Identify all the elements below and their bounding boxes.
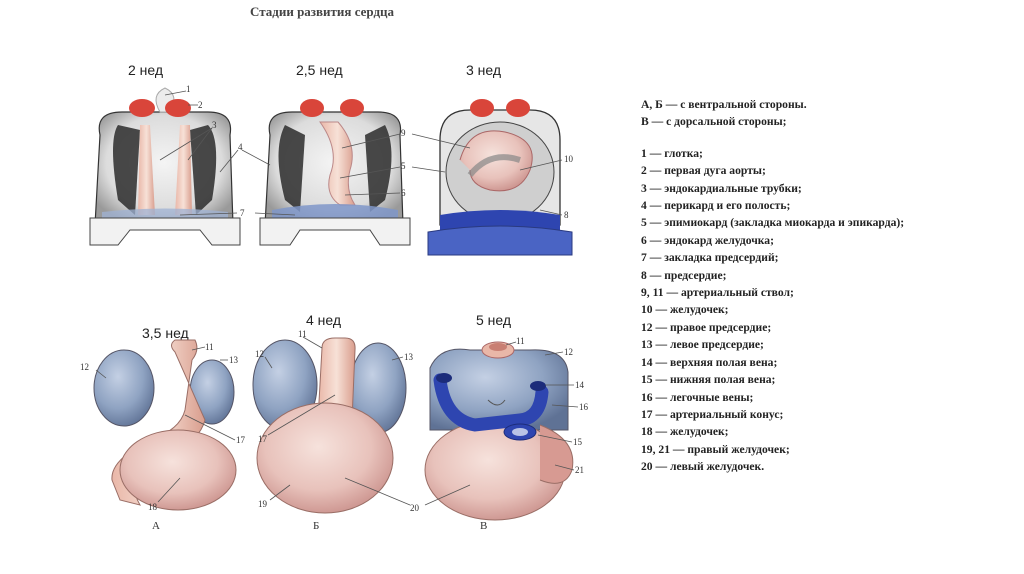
- stage-label-2-5wk: 2,5 нед: [296, 62, 343, 78]
- legend-item: 5 — эпимиокард (закладка миокарда и эпик…: [641, 216, 905, 230]
- callout-5: 5: [401, 161, 406, 171]
- callout-17-a: 17: [236, 435, 246, 445]
- legend: А, Б — с вентральной стороны. В — с дорс…: [641, 96, 1021, 476]
- callout-4: 4: [238, 142, 243, 152]
- stage-label-2wk: 2 нед: [128, 62, 164, 78]
- callout-10: 10: [564, 154, 574, 164]
- legend-item: 17 — артериальный конус;: [641, 407, 784, 421]
- legend-item: 7 — закладка предсердий;: [641, 251, 779, 265]
- callout-15: 15: [573, 437, 583, 447]
- legend-item: 19, 21 — правый желудочек;: [641, 442, 790, 456]
- legend-item: 18 — желудочек;: [641, 425, 729, 439]
- legend-item: 16 — легочные вены;: [641, 390, 754, 404]
- legend-item: 8 — предсердие;: [641, 268, 727, 282]
- callout-14: 14: [575, 380, 585, 390]
- callout-1: 1: [186, 84, 191, 94]
- callout-12-a: 12: [80, 362, 89, 372]
- legend-item: 15 — нижняя полая вена;: [641, 373, 776, 387]
- panel-letter-b: Б: [313, 520, 320, 532]
- stage-label-3wk: 3 нед: [466, 62, 502, 78]
- callout-3: 3: [212, 120, 217, 130]
- legend-item: 13 — левое предсердие;: [641, 338, 764, 352]
- legend-item: 20 — левый желудочек.: [641, 460, 765, 474]
- legend-item: 3 — эндокардиальные трубки;: [641, 181, 802, 195]
- callout-13-a: 13: [229, 355, 239, 365]
- legend-item: 2 — первая дуга аорты;: [641, 164, 766, 178]
- callout-9: 9: [401, 128, 406, 138]
- legend-item: 12 — правое предсердие;: [641, 320, 772, 334]
- legend-item: 4 — перикард и его полость;: [641, 199, 791, 213]
- stage-label-3-5wk: 3,5 нед: [142, 325, 189, 341]
- stage-label-4wk: 4 нед: [306, 312, 342, 328]
- legend-item: 10 — желудочек;: [641, 303, 729, 317]
- callouts-top: 1 2 3 4 7 9 5 6 10 8: [159, 84, 574, 220]
- callout-12-b: 12: [255, 349, 264, 359]
- heart-3-5wk: [93, 339, 237, 511]
- legend-item: 9, 11 — артериальный ствол;: [641, 286, 794, 300]
- callout-6: 6: [401, 188, 406, 198]
- heart-4wk: [252, 337, 407, 514]
- callout-19: 19: [258, 499, 268, 509]
- callout-18: 18: [148, 502, 158, 512]
- callout-7: 7: [240, 208, 245, 218]
- heart-5wk: [424, 341, 574, 521]
- embryo-3wk: [427, 99, 573, 256]
- embryo-2-5wk: [259, 99, 411, 246]
- legend-item: 14 — верхняя полая вена;: [641, 355, 778, 369]
- callout-2: 2: [198, 100, 203, 110]
- legend-item: 1 — глотка;: [641, 146, 703, 160]
- callouts-bottom: 12 11 13 17 18 12 11 13 17 19 20 11 12 1…: [80, 329, 589, 513]
- callout-20: 20: [410, 503, 420, 513]
- legend-orientation-v: В — с дорсальной стороны;: [641, 115, 787, 129]
- callout-8: 8: [564, 210, 569, 220]
- callout-11-v: 11: [516, 336, 525, 346]
- panel-letter-v: В: [480, 520, 488, 532]
- callout-13-b: 13: [404, 352, 414, 362]
- legend-item: 6 — эндокард желудочка;: [641, 233, 774, 247]
- panel-letter-a: А: [152, 520, 160, 532]
- callout-16: 16: [579, 402, 589, 412]
- legend-orientation-ab: А, Б — с вентральной стороны.: [641, 98, 807, 111]
- callout-12-v: 12: [564, 347, 573, 357]
- page-title: Стадии развития сердца: [250, 4, 395, 19]
- callout-21: 21: [575, 465, 584, 475]
- callout-11-a: 11: [205, 342, 214, 352]
- stage-label-5wk: 5 нед: [476, 312, 512, 328]
- embryo-2wk: [89, 87, 241, 246]
- callout-11-b: 11: [298, 329, 307, 339]
- callout-17-b: 17: [258, 434, 268, 444]
